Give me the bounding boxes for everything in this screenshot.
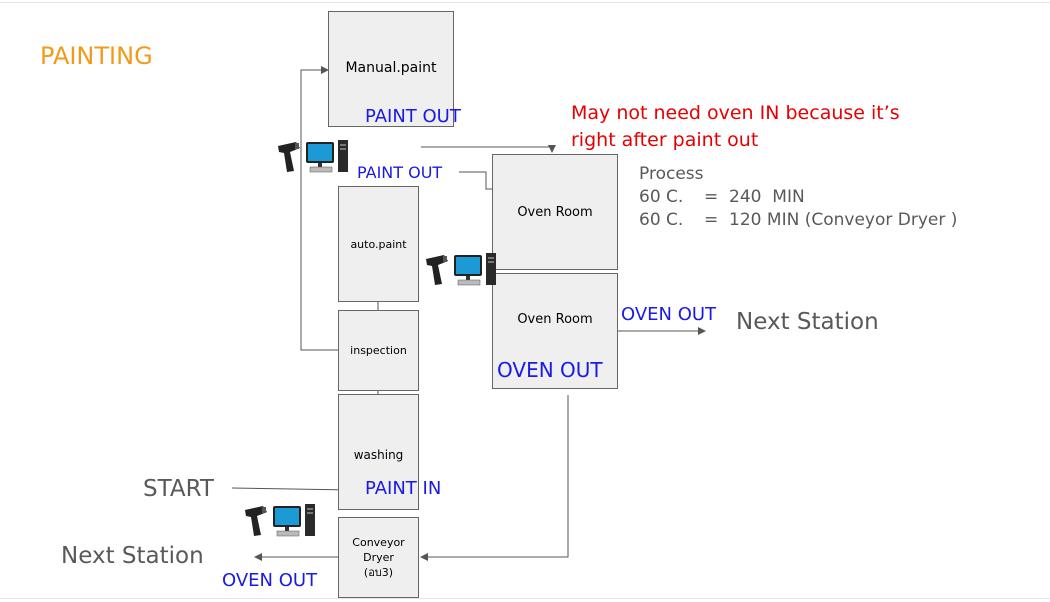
oven-note: May not need oven IN because it’s right … xyxy=(571,100,900,154)
auto-paint-box: auto.paint xyxy=(338,186,419,302)
next-station-right-label: Next Station xyxy=(736,309,879,335)
process-row-2-temp: 60 C. xyxy=(639,210,684,230)
paint-out-mid-label: PAINT OUT xyxy=(357,163,443,182)
process-heading: Process xyxy=(639,164,704,184)
page-title: PAINTING xyxy=(40,42,153,70)
washing-box: washing xyxy=(338,394,419,510)
oven-room-top-box: Oven Room xyxy=(492,154,618,270)
process-row-1: 60 C. = 240 MIN xyxy=(639,186,957,209)
barcode-scanner-icon xyxy=(245,506,267,536)
oven-note-line-1: May not need oven IN because it’s xyxy=(571,102,900,124)
oven-note-line-2: right after paint out xyxy=(571,129,759,151)
process-info: Process 60 C. = 240 MIN 60 C. = 120 MIN … xyxy=(639,163,957,232)
barcode-scanner-icon xyxy=(426,255,448,285)
scan-station-dryer xyxy=(243,502,317,538)
oven-out-inside-label: OVEN OUT xyxy=(497,358,603,382)
conveyor-dryer-box: Conveyor Dryer (อบ3) xyxy=(338,517,419,598)
washing-label: washing xyxy=(353,448,404,462)
process-row-1-temp: 60 C. xyxy=(639,187,684,207)
oven-out-bottom-label: OVEN OUT xyxy=(222,570,318,591)
oven-room-top-label: Oven Room xyxy=(517,204,593,220)
scan-station-paint-out xyxy=(276,138,350,174)
start-label: START xyxy=(143,476,214,502)
bottom-divider xyxy=(0,598,1050,599)
computer-icon xyxy=(306,140,348,173)
arrow-paint-out-to-oven xyxy=(421,145,556,153)
oven-room-bottom-box: Oven Room xyxy=(492,273,618,389)
process-row-1-value: = 240 MIN xyxy=(704,187,805,207)
oven-out-right-label: OVEN OUT xyxy=(621,304,717,325)
arrow-oven-to-conveyor-dryer xyxy=(420,395,569,561)
paint-in-label: PAINT IN xyxy=(365,478,442,499)
manual-paint-label: Manual.paint xyxy=(345,60,437,76)
paint-out-top-label: PAINT OUT xyxy=(365,106,461,127)
inspection-label: inspection xyxy=(350,344,407,357)
conveyor-dryer-label: Conveyor Dryer (อบ3) xyxy=(352,536,405,579)
inspection-box: inspection xyxy=(338,310,419,391)
arrow-start-to-paint-in xyxy=(231,485,353,494)
process-row-2-value: = 120 MIN (Conveyor Dryer ) xyxy=(704,210,958,230)
manual-paint-box: Manual.paint xyxy=(328,11,454,127)
auto-paint-label: auto.paint xyxy=(350,237,407,251)
next-station-left-label: Next Station xyxy=(61,543,204,569)
barcode-scanner-icon xyxy=(278,142,300,172)
oven-room-bottom-label: Oven Room xyxy=(517,312,593,327)
top-divider xyxy=(0,2,1050,3)
computer-icon xyxy=(454,253,496,286)
arrow-inspection-to-manual-paint xyxy=(300,66,338,351)
scan-station-oven xyxy=(424,251,498,287)
process-row-2: 60 C. = 120 MIN (Conveyor Dryer ) xyxy=(639,209,957,232)
computer-icon xyxy=(273,504,315,537)
